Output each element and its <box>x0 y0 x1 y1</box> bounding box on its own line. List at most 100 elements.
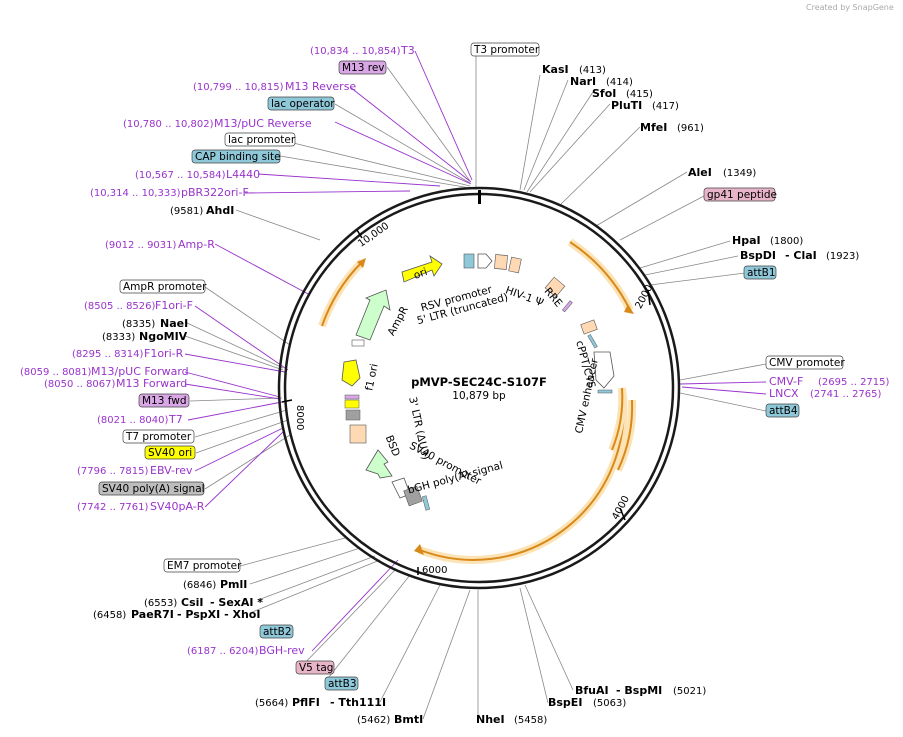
enzyme-mfei: MfeI <box>640 121 667 134</box>
svg-text:(1923): (1923) <box>826 251 859 262</box>
svg-text:(6187 .. 6204): (6187 .. 6204) <box>187 646 259 657</box>
primer-t7: T7 <box>168 413 183 426</box>
svg-text:- BspMI: - BspMI <box>616 684 662 697</box>
primer-bgh-rev: BGH-rev <box>259 644 305 657</box>
primer-ebv-rev: EBV-rev <box>150 464 193 477</box>
enzyme-ahdi: AhdI <box>206 204 234 217</box>
svg-text:(5063): (5063) <box>593 698 626 709</box>
svg-text:(10,567 .. 10,584): (10,567 .. 10,584) <box>135 170 226 181</box>
box-m13-rev: M13 rev <box>342 62 385 74</box>
box-t7-promoter: T7 promoter <box>125 431 192 443</box>
primer-amp-r: Amp-R <box>178 238 215 251</box>
primer-cmv-f: CMV-F <box>769 375 803 388</box>
svg-text:(8059 .. 8081): (8059 .. 8081) <box>20 367 92 378</box>
svg-text:(10,799 .. 10,815): (10,799 .. 10,815) <box>193 82 284 93</box>
svg-text:(2695 .. 2715): (2695 .. 2715) <box>818 377 890 388</box>
svg-text:- ClaI: - ClaI <box>785 249 817 262</box>
svg-text:(5458): (5458) <box>514 715 547 726</box>
tick-label-8000: 8000 <box>294 405 305 430</box>
enzyme-nari: NarI <box>570 75 596 88</box>
box-sv40-ori: SV40 ori <box>148 447 192 459</box>
enzyme-hpai: HpaI <box>732 234 761 247</box>
primer-pbr322ori-f: pBR322ori-F <box>181 186 249 199</box>
enzyme-labels: KasI (413) NarI (414) SfoI (415) PluTI (… <box>93 63 859 726</box>
box-lac-promoter: lac promoter <box>228 134 296 146</box>
box-em7-promoter: EM7 promoter <box>167 560 242 572</box>
box-cap-binding-site: CAP binding site <box>195 151 281 163</box>
primer-leader-lines <box>184 50 767 652</box>
svg-text:(9581): (9581) <box>170 206 203 217</box>
svg-text:- SexAI *: - SexAI * <box>210 596 263 609</box>
enzyme-sfoi: SfoI <box>592 87 616 100</box>
box-v5-tag: V5 tag <box>299 662 333 674</box>
svg-text:(10,314 .. 10,333): (10,314 .. 10,333) <box>90 188 181 199</box>
tick-label-2000: 2000 <box>634 283 656 311</box>
enzyme-bspei: BspEI <box>548 696 582 709</box>
svg-text:(6458): (6458) <box>93 610 126 621</box>
ori-arrow <box>401 255 443 283</box>
backbone-outer <box>277 186 681 590</box>
svg-text:(5462): (5462) <box>357 715 390 726</box>
plasmid-name: pMVP-SEC24C-S107F <box>411 375 547 389</box>
tick-marks <box>281 229 651 575</box>
enzyme-naei: NaeI <box>160 317 188 330</box>
enzyme-nhei: NheI <box>476 713 505 726</box>
primer-m13puc-forward: M13/pUC Forward <box>91 365 189 378</box>
svg-text:(417): (417) <box>652 101 679 112</box>
svg-text:(1800): (1800) <box>770 236 803 247</box>
f1ori-arrow <box>341 359 361 387</box>
feature-boxes: T3 promoter M13 rev lac operator lac pro… <box>98 42 845 691</box>
box-m13-fwd: M13 fwd <box>142 395 187 407</box>
enzyme-alei: AleI <box>688 166 712 179</box>
tick-label-4000: 4000 <box>610 494 632 522</box>
svg-text:(415): (415) <box>626 89 653 100</box>
enzyme-kasi: KasI <box>542 63 569 76</box>
svg-text:(961): (961) <box>677 123 704 134</box>
f1ori-label: f1 ori <box>363 363 380 392</box>
primer-sv40pa-r: SV40pA-R <box>150 500 205 513</box>
hiv-psi-label: HIV-1 Ψ <box>504 284 545 309</box>
enzyme-bmti: BmtI <box>394 713 423 726</box>
svg-text:(2741 .. 2765): (2741 .. 2765) <box>810 389 882 400</box>
primer-lncx: LNCX <box>769 387 799 400</box>
svg-text:(7796 .. 7815): (7796 .. 7815) <box>77 466 149 477</box>
svg-text:(8335): (8335) <box>122 319 155 330</box>
svg-text:(414): (414) <box>606 77 633 88</box>
svg-text:(5021): (5021) <box>673 686 706 697</box>
bsd-label: BSD <box>383 434 402 459</box>
box-attb2: attB2 <box>263 626 292 638</box>
svg-text:(10,780 .. 10,802): (10,780 .. 10,802) <box>123 119 214 130</box>
enzyme-ngomiv: NgoMIV <box>139 330 188 343</box>
box-attb1: attB1 <box>747 267 776 279</box>
svg-text:(413): (413) <box>579 65 606 76</box>
box-t3-promoter: T3 promoter <box>473 44 540 56</box>
box-gp41-peptide: gp41 peptide <box>707 189 777 201</box>
tick-label-6000: 6000 <box>422 565 447 576</box>
enzyme-bspdi: BspDI <box>740 249 776 262</box>
enzyme-pluti: PluTI <box>611 99 642 112</box>
enzyme-csii: CsiI <box>181 596 203 609</box>
svg-text:(8295 .. 8314): (8295 .. 8314) <box>72 349 144 360</box>
cmv-enhancer-label: CMV enhancer <box>573 357 601 435</box>
svg-text:(6846): (6846) <box>183 580 216 591</box>
box-attb4: attB4 <box>769 405 798 417</box>
box-sv40-polya: SV40 poly(A) signal <box>102 483 205 495</box>
svg-text:(5664): (5664) <box>255 698 288 709</box>
bsd-arrow <box>365 449 393 479</box>
svg-text:(8333): (8333) <box>102 332 135 343</box>
ampr-arrow <box>355 289 391 341</box>
enzyme-bfuai: BfuAI <box>575 684 609 697</box>
svg-text:(7742 .. 7761): (7742 .. 7761) <box>77 502 149 513</box>
svg-text:(9012 .. 9031): (9012 .. 9031) <box>105 240 177 251</box>
svg-text:(8021 .. 8040): (8021 .. 8040) <box>97 415 169 426</box>
enzyme-paer7i: PaeR7I <box>131 608 174 621</box>
primer-m13puc-reverse: M13/pUC Reverse <box>214 117 312 130</box>
svg-text:(8050 .. 8067): (8050 .. 8067) <box>44 379 116 390</box>
svg-text:- PspXI - XhoI: - PspXI - XhoI <box>177 608 260 621</box>
box-lac-operator: lac operator <box>271 98 335 110</box>
orf-arcs <box>318 238 637 564</box>
box-attb3: attB3 <box>328 678 357 690</box>
svg-text:(6553): (6553) <box>144 598 177 609</box>
